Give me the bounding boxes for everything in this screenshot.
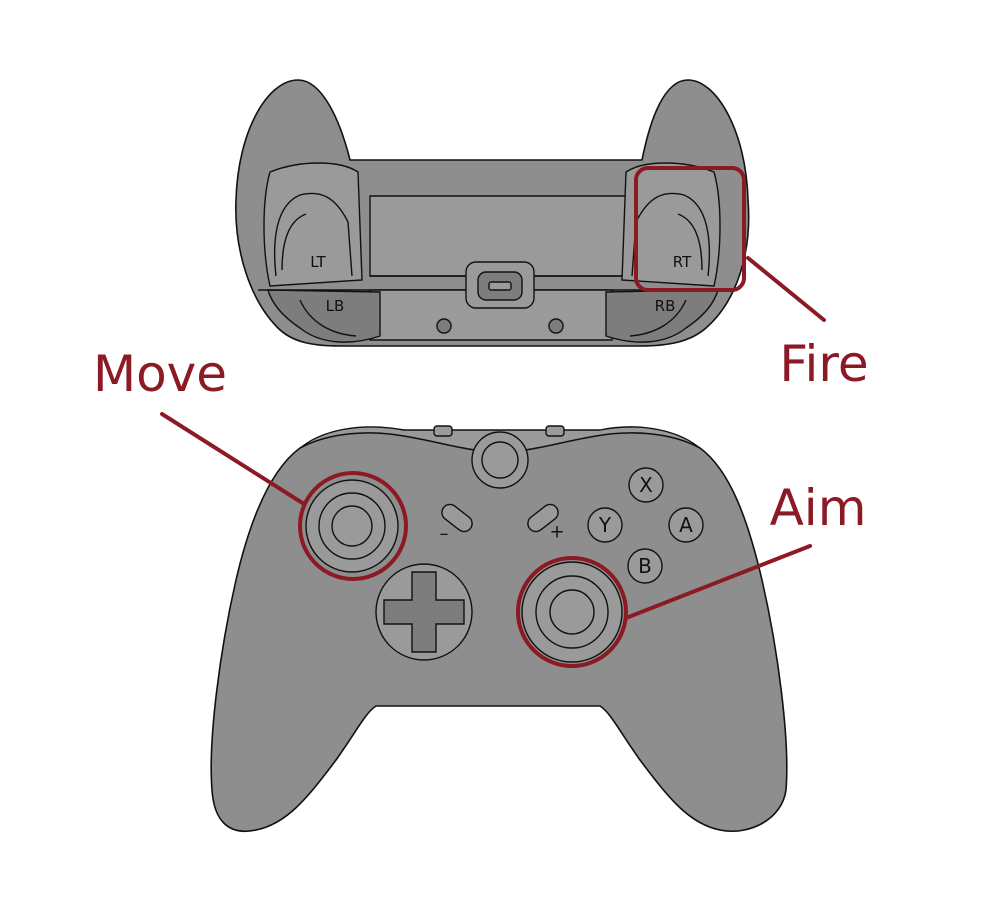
rt-trigger[interactable] <box>621 162 721 287</box>
aim-highlight-ring <box>516 556 628 668</box>
home-button[interactable] <box>471 431 529 489</box>
controller-front-view: – + X Y A B <box>210 425 788 832</box>
top-right-hole <box>548 318 564 334</box>
view-button[interactable] <box>439 501 476 535</box>
left-stick[interactable] <box>305 479 399 573</box>
x-button[interactable] <box>628 467 664 503</box>
front-top-nub-right <box>545 425 565 437</box>
right-stick[interactable] <box>521 561 623 663</box>
plus-label: + <box>549 522 564 543</box>
aim-pointer-line <box>624 544 812 620</box>
annotations: Fire Move Aim <box>93 166 869 668</box>
rb-label: RB <box>655 297 676 315</box>
lb-label: LB <box>326 297 345 315</box>
aim-annotation: Aim <box>770 479 867 537</box>
top-left-hole <box>436 318 452 334</box>
controller-top-view: LT RT LB RB <box>235 79 750 347</box>
x-label: X <box>639 473 653 497</box>
a-label: A <box>679 513 693 537</box>
front-top-nub-left <box>433 425 453 437</box>
fire-annotation: Fire <box>779 335 868 393</box>
b-button[interactable] <box>627 548 663 584</box>
move-pointer-line <box>160 412 306 506</box>
lt-trigger[interactable] <box>263 162 363 287</box>
lb-bumper[interactable] <box>267 289 381 343</box>
usb-port <box>465 261 535 309</box>
y-button[interactable] <box>587 507 623 543</box>
fire-pointer-line <box>746 256 826 322</box>
minus-label: – <box>440 524 449 545</box>
rb-bumper[interactable] <box>605 289 719 343</box>
a-button[interactable] <box>668 507 704 543</box>
rt-label: RT <box>673 253 692 271</box>
move-highlight-ring <box>298 471 408 581</box>
lt-label: LT <box>310 253 326 271</box>
b-label: B <box>638 554 652 578</box>
menu-button[interactable] <box>525 501 562 535</box>
front-body <box>210 432 788 832</box>
move-annotation: Move <box>93 345 227 403</box>
d-pad[interactable] <box>375 563 473 661</box>
y-label: Y <box>598 513 612 537</box>
fire-highlight-box <box>634 166 746 292</box>
